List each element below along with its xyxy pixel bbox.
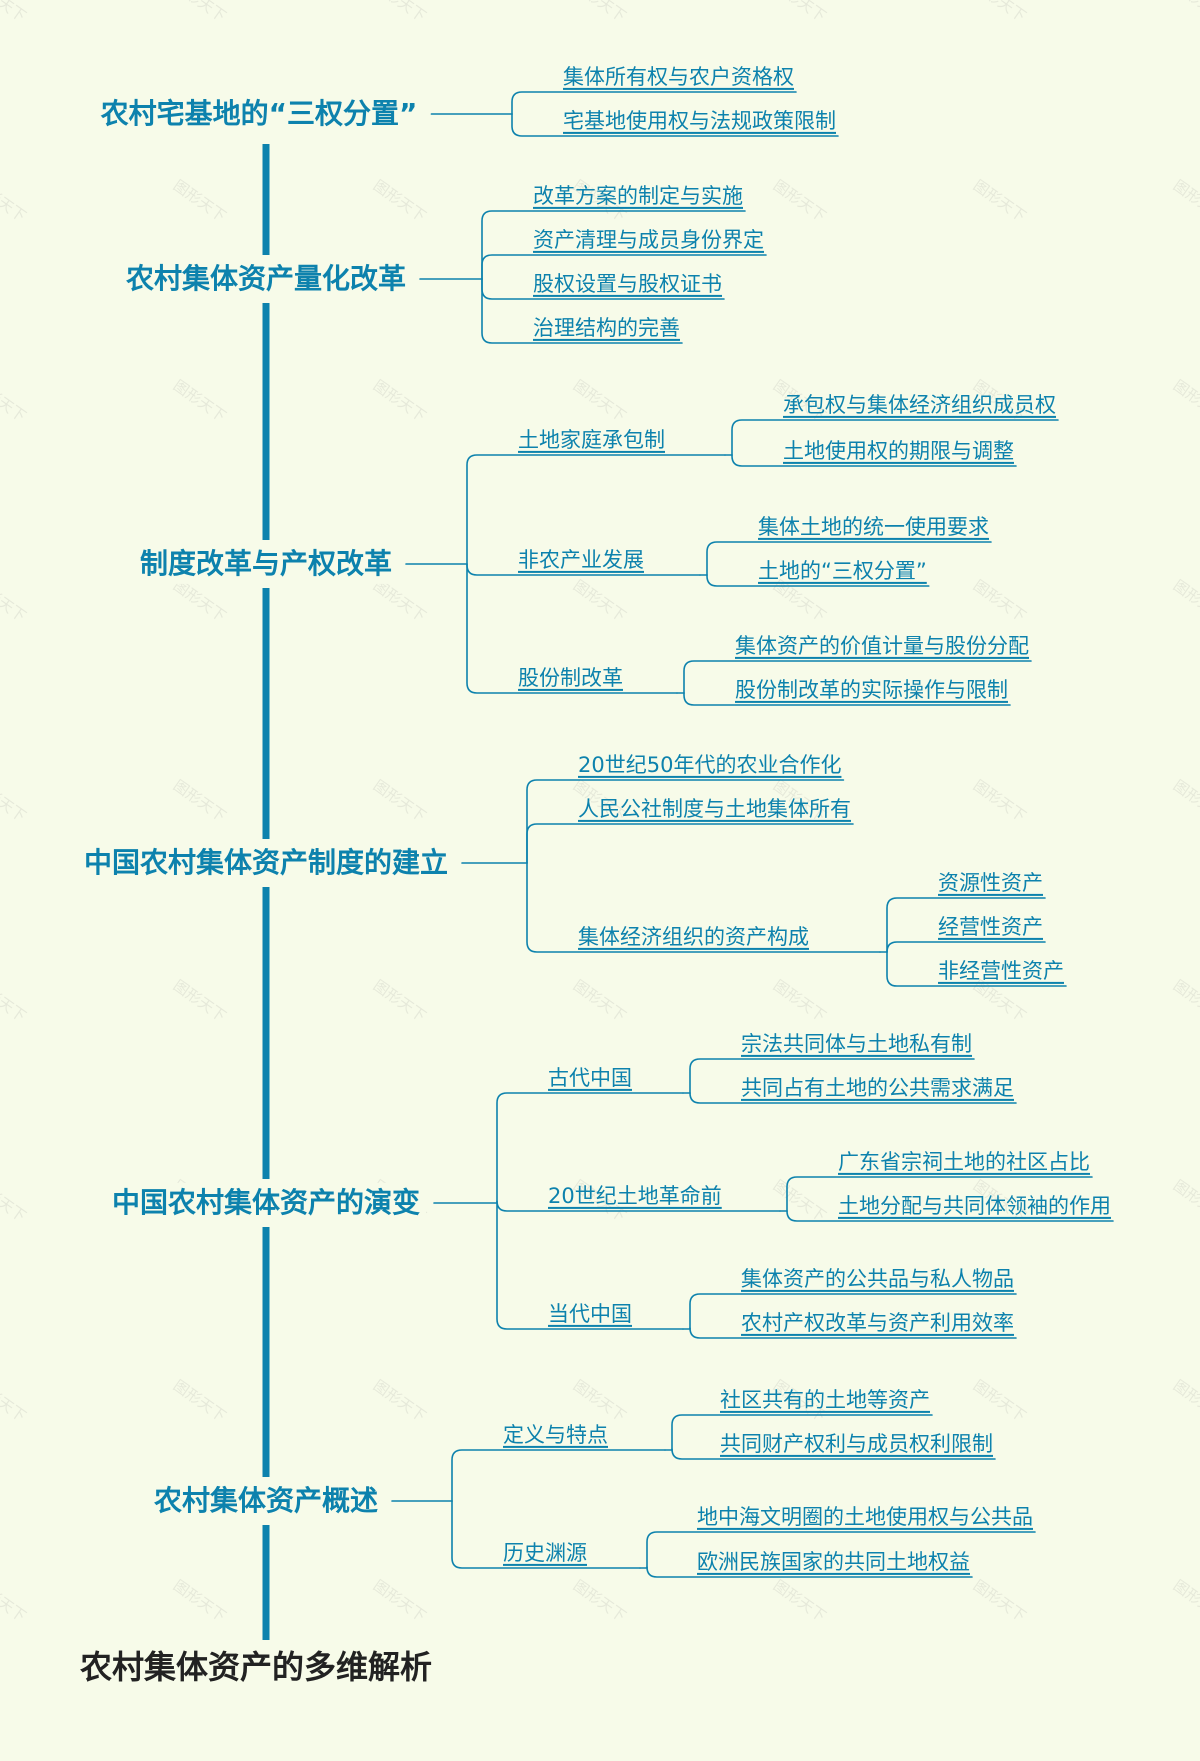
section-6-child-2-edge-1 (646, 1566, 973, 1578)
section-6-edge-0 (451, 1449, 666, 1502)
leaf-node[interactable]: 共同财产权利与成员权利限制 (720, 1431, 993, 1456)
section-4-child-3-edge-1 (886, 941, 1046, 953)
leaf-node[interactable]: 股份制改革的实际操作与限制 (735, 677, 1008, 702)
leaf-node[interactable]: 欧洲民族国家的共同土地权益 (697, 1549, 970, 1574)
leaf-node[interactable]: 土地的“三权分置” (758, 558, 927, 583)
leaf-node[interactable]: 经营性资产 (938, 914, 1043, 939)
section-2-edge-0 (481, 210, 746, 280)
branch-node[interactable]: 20世纪土地革命前 (548, 1183, 722, 1208)
section-title-3[interactable]: 制度改革与产权改革 (133, 543, 399, 585)
branch-node[interactable]: 股份制改革 (518, 665, 623, 690)
section-5-child-2-edge-0 (786, 1176, 1093, 1212)
section-4-child-3-edge-2 (886, 951, 1067, 987)
branch-node[interactable]: 定义与特点 (503, 1422, 608, 1447)
leaf-node[interactable]: 广东省宗祠土地的社区占比 (838, 1149, 1090, 1174)
section-3-child-2-edge-0 (706, 541, 992, 576)
leaf-node[interactable]: 资产清理与成员身份界定 (533, 227, 764, 252)
section-1-edge-1 (511, 113, 839, 137)
leaf-node[interactable]: 土地使用权的期限与调整 (783, 438, 1014, 463)
section-6-edge-1 (451, 1500, 641, 1569)
leaf-node[interactable]: 农村产权改革与资产利用效率 (741, 1310, 1014, 1335)
section-6-child-1-edge-0 (671, 1414, 933, 1451)
section-title-5[interactable]: 中国农村集体资产的演变 (105, 1182, 427, 1224)
section-3-edge-0 (466, 454, 726, 565)
section-1-edge-0 (511, 91, 797, 115)
leaf-node[interactable]: 集体土地的统一使用要求 (758, 514, 989, 539)
branch-node[interactable]: 集体经济组织的资产构成 (578, 924, 809, 949)
branch-node[interactable]: 当代中国 (548, 1301, 632, 1326)
leaf-node[interactable]: 宅基地使用权与法规政策限制 (563, 108, 836, 133)
section-4-edge-2 (526, 862, 881, 953)
section-title-4[interactable]: 中国农村集体资产制度的建立 (77, 842, 455, 884)
section-title-1[interactable]: 农村宅基地的“三权分置” (94, 93, 424, 135)
section-5-child-3-edge-0 (689, 1293, 1017, 1330)
leaf-node[interactable]: 共同占有土地的公共需求满足 (741, 1075, 1014, 1100)
section-3-child-1-edge-0 (731, 419, 1059, 456)
branch-node[interactable]: 非农产业发展 (518, 547, 644, 572)
leaf-node[interactable]: 社区共有的土地等资产 (720, 1387, 930, 1412)
leaf-node[interactable]: 地中海文明圈的土地使用权与公共品 (697, 1504, 1033, 1529)
section-2-edge-1 (481, 254, 767, 280)
section-6-child-1-edge-1 (671, 1448, 996, 1460)
leaf-node[interactable]: 股权设置与股权证书 (533, 271, 722, 296)
section-title-6[interactable]: 农村集体资产概述 (147, 1480, 385, 1522)
leaf-node[interactable]: 集体所有权与农户资格权 (563, 64, 794, 89)
root-title: 农村集体资产的多维解析 (80, 1648, 433, 1686)
leaf-node[interactable]: 资源性资产 (938, 870, 1043, 895)
section-5-child-3-edge-1 (689, 1327, 1017, 1339)
section-3-child-1-edge-1 (731, 454, 1017, 467)
branch-node[interactable]: 历史渊源 (503, 1540, 587, 1565)
section-6-child-2-edge-0 (646, 1531, 1036, 1569)
leaf-node[interactable]: 治理结构的完善 (533, 315, 680, 340)
section-5-child-2-edge-1 (786, 1210, 1114, 1222)
leaf-node[interactable]: 土地分配与共同体领袖的作用 (838, 1193, 1111, 1218)
section-3-child-3-edge-0 (683, 660, 1032, 694)
section-4-child-3-edge-0 (886, 897, 1046, 953)
section-5-edge-1 (496, 1200, 781, 1212)
leaf-node[interactable]: 集体资产的公共品与私人物品 (741, 1266, 1014, 1291)
section-3-child-3-edge-1 (683, 692, 1011, 706)
section-3-edge-2 (466, 563, 678, 694)
section-2-edge-3 (481, 278, 683, 344)
leaf-node[interactable]: 宗法共同体与土地私有制 (741, 1031, 972, 1056)
section-5-child-1-edge-0 (689, 1058, 975, 1094)
branch-node[interactable]: 古代中国 (548, 1065, 632, 1090)
section-3-child-2-edge-1 (706, 574, 930, 587)
leaf-node[interactable]: 改革方案的制定与实施 (533, 183, 743, 208)
section-4-edge-1 (526, 823, 854, 864)
section-5-edge-0 (496, 1092, 684, 1204)
leaf-node[interactable]: 集体资产的价值计量与股份分配 (735, 633, 1029, 658)
section-title-2[interactable]: 农村集体资产量化改革 (119, 258, 413, 300)
leaf-node[interactable]: 承包权与集体经济组织成员权 (783, 392, 1056, 417)
leaf-node[interactable]: 非经营性资产 (938, 958, 1064, 983)
branch-node[interactable]: 土地家庭承包制 (518, 427, 665, 452)
section-5-child-1-edge-1 (689, 1092, 1017, 1104)
section-5-edge-2 (496, 1202, 684, 1330)
leaf-node[interactable]: 人民公社制度与土地集体所有 (578, 796, 851, 821)
section-4-edge-0 (526, 779, 845, 864)
leaf-node[interactable]: 20世纪50年代的农业合作化 (578, 752, 842, 777)
